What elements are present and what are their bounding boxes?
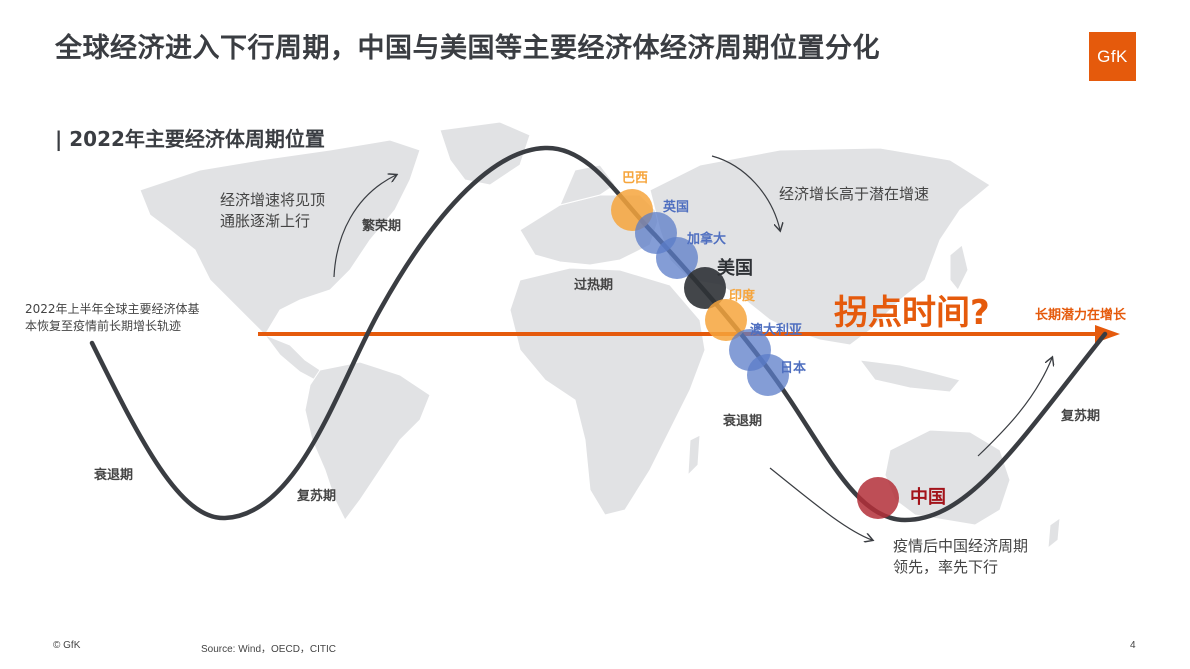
note-peak-inflation: 经济增速将见顶 通胀逐渐上行 bbox=[220, 190, 325, 232]
label-china: 中国 bbox=[910, 487, 946, 508]
note-recovered-line2: 本恢复至疫情前长期增长轨迹 bbox=[25, 319, 182, 333]
circle-usa bbox=[684, 267, 726, 309]
phase-overheat: 过热期 bbox=[574, 278, 614, 293]
business-cycle-curve bbox=[89, 145, 1108, 523]
footer-copyright: © GfK bbox=[53, 640, 81, 651]
china-lead-arrow bbox=[769, 467, 872, 540]
note-china-line2: 领先，率先下行 bbox=[893, 558, 999, 576]
phase-recovery-left: 复苏期 bbox=[297, 489, 337, 504]
label-uk: 英国 bbox=[663, 200, 690, 215]
note-above-potential: 经济增长高于潜在增速 bbox=[779, 185, 930, 203]
label-brazil: 巴西 bbox=[622, 171, 649, 186]
note-peak-line1: 经济增速将见顶 bbox=[220, 191, 326, 209]
note-recovered-trend: 2022年上半年全球主要经济体基 本恢复至疫情前长期增长轨迹 bbox=[25, 301, 200, 335]
phase-recession-right: 衰退期 bbox=[723, 414, 763, 429]
footer-source: Source: Wind，OECD，CITIC bbox=[201, 644, 337, 655]
map-land bbox=[139, 121, 1061, 550]
circle-japan bbox=[747, 354, 789, 396]
label-japan: 日本 bbox=[780, 361, 807, 376]
section-subtitle: | 2022年主要经济体周期位置 bbox=[55, 127, 325, 151]
overheat-arrow bbox=[711, 155, 780, 230]
logo-text: GfK bbox=[1097, 46, 1128, 66]
phase-boom: 繁荣期 bbox=[362, 219, 402, 234]
note-peak-line2: 通胀逐渐上行 bbox=[220, 212, 311, 230]
phase-recovery-right: 复苏期 bbox=[1061, 409, 1101, 424]
label-australia: 澳大利亚 bbox=[750, 323, 803, 338]
circle-india bbox=[705, 299, 747, 341]
label-india: 印度 bbox=[729, 289, 756, 304]
circle-china bbox=[857, 477, 899, 519]
inflection-question: 拐点时间? bbox=[834, 293, 990, 333]
note-recovered-line1: 2022年上半年全球主要经济体基 bbox=[25, 302, 200, 316]
phase-recession-left: 衰退期 bbox=[94, 468, 134, 483]
long-term-potential-label: 长期潜力在增长 bbox=[1035, 308, 1127, 323]
page-title: 全球经济进入下行周期，中国与美国等主要经济体经济周期位置分化 bbox=[55, 33, 880, 64]
note-china-line1: 疫情后中国经济周期 bbox=[893, 537, 1029, 555]
boom-arrow bbox=[333, 175, 396, 278]
recovery-arrow bbox=[977, 358, 1052, 457]
note-china-lead: 疫情后中国经济周期 领先，率先下行 bbox=[893, 536, 1028, 578]
circle-canada bbox=[656, 237, 698, 279]
label-usa: 美国 bbox=[717, 258, 753, 279]
label-canada: 加拿大 bbox=[687, 232, 727, 247]
page-number: 4 bbox=[1130, 640, 1136, 651]
gfk-logo: GfK bbox=[1089, 32, 1136, 81]
